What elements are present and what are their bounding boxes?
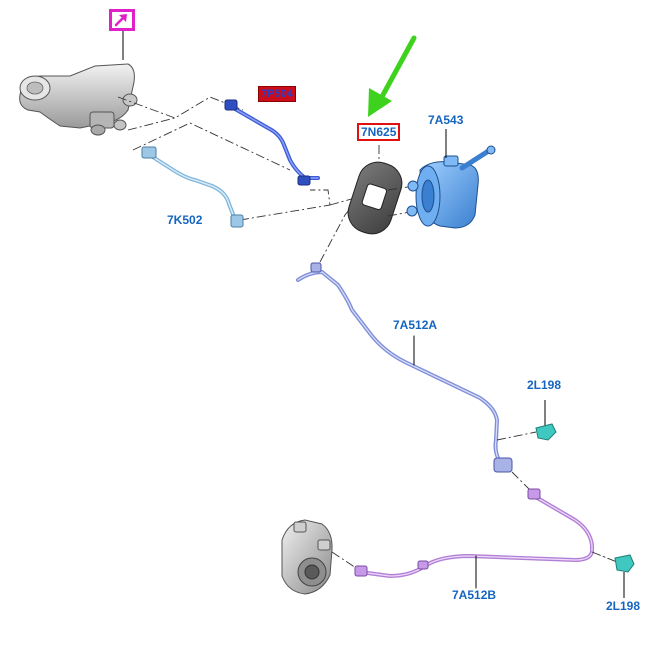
gasket-7N625 [347,161,403,235]
pipe-7P504 [224,99,320,186]
label-2L198-upper[interactable]: 2L198 [527,378,562,392]
slave-cylinder-7A543 [406,129,496,229]
label-7N625[interactable]: 7N625 [357,123,401,141]
label-7K502[interactable]: 7K502 [167,213,203,227]
pipe-7K502 [141,146,244,228]
label-7P504[interactable]: 7P504 [258,86,296,102]
label-7A512A[interactable]: 7A512A [393,318,438,332]
hose-7A512A [296,262,513,473]
clip-2L198-upper [496,400,557,441]
label-7A512B[interactable]: 7A512B [452,588,497,602]
hose-7A512B [354,488,618,589]
master-cylinder-part [19,63,138,136]
clip-2L198-lower [614,554,635,598]
arrow-up-right-glyph [114,14,127,27]
arrow-up-right-icon[interactable] [109,9,135,31]
green-arrow-icon [368,35,417,117]
connection-lines-top [117,96,358,263]
label-7A543[interactable]: 7A543 [428,113,464,127]
clutch-bell-housing-part [281,519,357,595]
label-2L198-lower[interactable]: 2L198 [606,599,641,613]
connection-line-coupling [511,471,531,491]
